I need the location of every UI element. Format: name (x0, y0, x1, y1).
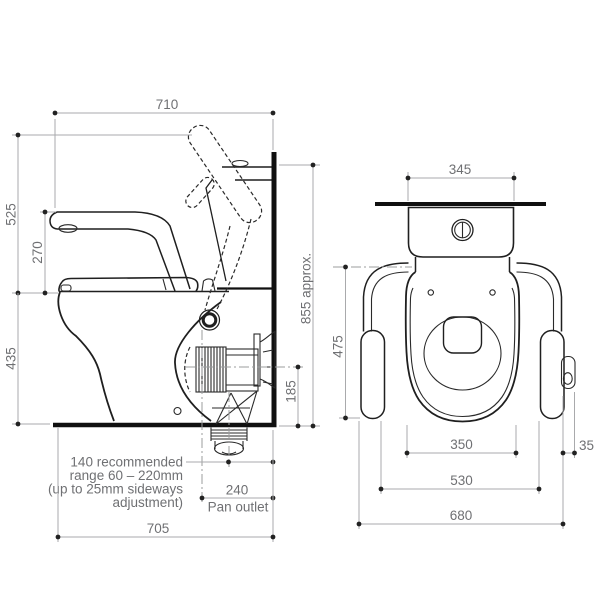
seat-lid-side (58, 276, 272, 293)
centerlines-side (185, 330, 304, 503)
note-line-1: 140 recommended (70, 455, 183, 470)
dim-475: 475 (331, 264, 360, 421)
front-view (333, 202, 576, 423)
dim-270: 270 (30, 209, 56, 296)
dim-710-label: 710 (156, 97, 179, 112)
dim-35-label: 35 (579, 438, 594, 453)
seat-hinge-left (427, 289, 435, 296)
note-line-3: (up to 25mm sideways (48, 482, 183, 497)
pan-outlet-label: Pan outlet (208, 500, 269, 515)
dim-350: 350 (404, 425, 519, 458)
grab-rail-front-right (516, 262, 576, 420)
pan-side-profile (57, 291, 222, 422)
dim-680: 680 (356, 396, 566, 529)
dim-705: 705 (55, 428, 276, 542)
roll-holder (560, 355, 576, 390)
dimensions: 710 525 270 435 855 approx. (4, 97, 594, 542)
note-140: 140 recommended range 60 – 220mm (up to … (48, 455, 276, 510)
dim-525-label: 525 (4, 203, 19, 226)
dim-435-label: 435 (4, 347, 19, 370)
seat-hinge-right (489, 289, 496, 296)
dim-270-label: 270 (30, 241, 45, 264)
dim-185-label: 185 (284, 380, 299, 403)
dim-185: 185 (284, 364, 301, 429)
cistern-front (407, 206, 515, 258)
dim-530-label: 530 (450, 473, 473, 488)
pan-connector-outlet (184, 330, 276, 456)
dim-35: 35 (560, 392, 594, 458)
dim-680-label: 680 (450, 508, 473, 523)
grab-rail-side-raised (185, 124, 263, 312)
note-line-4: adjustment) (112, 495, 183, 510)
dim-705-label: 705 (147, 521, 170, 536)
cistern-side (205, 159, 272, 282)
dim-345: 345 (405, 162, 517, 201)
rail-pivot-hinge (198, 309, 221, 331)
dim-350-label: 350 (450, 437, 473, 452)
dim-240-label: 240 (226, 483, 249, 498)
grab-rail-front-left (360, 262, 409, 420)
dim-530: 530 (378, 421, 542, 494)
flush-button[interactable] (451, 218, 474, 242)
dim-345-label: 345 (449, 162, 472, 177)
note-line-2: range 60 – 220mm (70, 468, 183, 483)
pan-front (404, 257, 521, 423)
dim-240: 240 Pan outlet (199, 483, 276, 515)
grab-rail-side-down (49, 211, 191, 292)
armrest-pad-left (360, 329, 386, 420)
dim-475-label: 475 (331, 335, 346, 358)
bowl-inlet (442, 316, 483, 354)
dim-855-label: 855 approx. (299, 253, 314, 324)
armrest-pad-right (539, 329, 565, 420)
dim-435: 435 (4, 293, 50, 427)
dim-525: 525 (4, 132, 192, 296)
dim-710: 710 (52, 97, 276, 208)
side-view (49, 124, 304, 503)
